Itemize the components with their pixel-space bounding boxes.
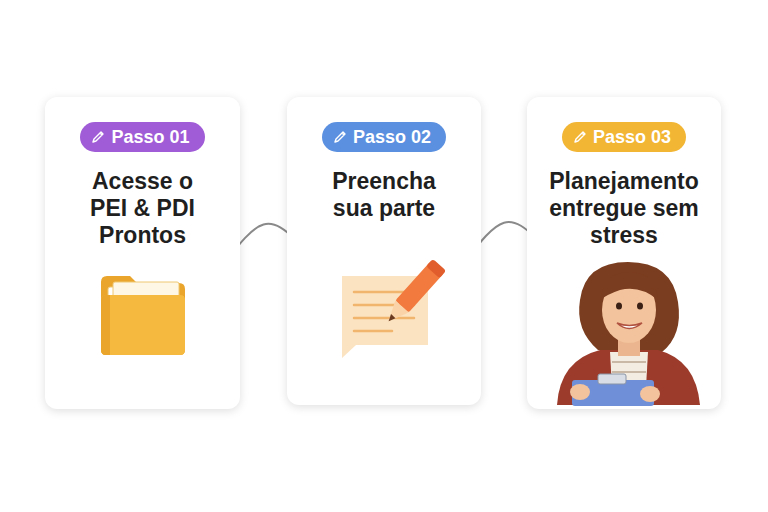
pencil-icon bbox=[91, 130, 105, 144]
step-card: Passo 02 Preencha sua parte bbox=[287, 97, 481, 405]
step-label: Passo 03 bbox=[593, 126, 671, 148]
step-pill: Passo 02 bbox=[322, 122, 446, 152]
step-pill: Passo 01 bbox=[80, 122, 204, 152]
step-label: Passo 01 bbox=[111, 126, 189, 148]
step-card: Passo 03 Planejamento entregue sem stress bbox=[527, 97, 721, 409]
step-title: Preencha sua parte bbox=[322, 168, 446, 222]
pencil-icon bbox=[573, 130, 587, 144]
pencil-icon bbox=[333, 130, 347, 144]
note-pencil-icon bbox=[342, 259, 446, 358]
folder-icon bbox=[101, 276, 185, 355]
step-pill: Passo 03 bbox=[562, 122, 686, 152]
step-label: Passo 02 bbox=[353, 126, 431, 148]
step-title: Acesse o PEI & PDI Prontos bbox=[78, 168, 208, 249]
woman-illustration bbox=[557, 262, 700, 406]
step-title: Planejamento entregue sem stress bbox=[539, 168, 709, 249]
step-card: Passo 01 Acesse o PEI & PDI Prontos bbox=[45, 97, 240, 409]
